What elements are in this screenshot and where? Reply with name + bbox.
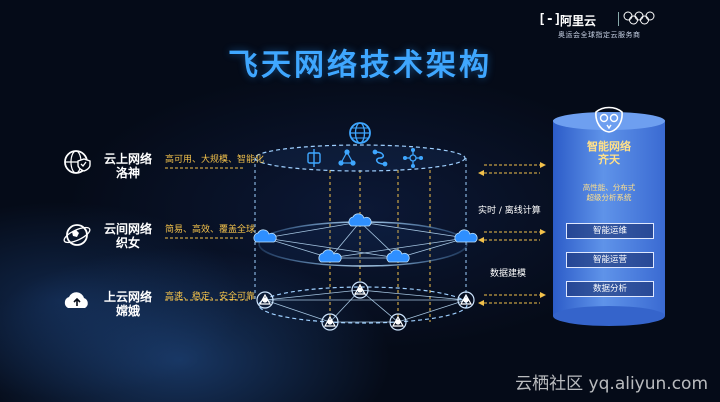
orbit-globe-icon	[63, 224, 91, 246]
logo-name: 阿里云	[560, 14, 597, 28]
cloud-node-icon	[348, 213, 372, 227]
bottom-mesh	[264, 289, 467, 323]
cloud-node-icon	[318, 249, 342, 263]
module-smart-ops: 智能运维	[566, 223, 654, 239]
globe-icon	[349, 122, 371, 144]
access-node-icon	[256, 291, 274, 309]
path-icon	[372, 149, 388, 167]
smart-network-description: 高性能、分布式 超级分析系统	[582, 183, 636, 202]
layer-name-luoshen: 云上网络 洛神	[103, 152, 152, 180]
layer-features-luoshen: 高可用、大规模、智能化	[165, 155, 265, 165]
network-nodes-icon	[338, 149, 356, 166]
middle-ring	[258, 221, 468, 267]
right-arrows	[484, 164, 540, 304]
hub-icon	[402, 147, 424, 169]
cloud-upload-icon	[64, 292, 88, 308]
watermark: 云栖社区 yq.aliyun.com	[515, 374, 708, 394]
left-leaders	[165, 167, 250, 301]
cloud-node-icon	[386, 249, 410, 263]
logo-subtitle: 奥运会全球指定云服务商	[558, 31, 641, 39]
module-data-analysis: 数据分析	[566, 281, 654, 297]
layer-features-change: 高速、稳定、安全可靠	[165, 292, 256, 302]
olympic-rings-icon	[623, 11, 655, 25]
access-node-icon	[457, 291, 475, 309]
aliyun-mark-icon: [-]	[538, 12, 562, 27]
arrow-heads	[478, 162, 546, 306]
access-node-icon	[321, 313, 339, 331]
layer-features-zhinv: 简易、高效、覆盖全球	[165, 225, 256, 235]
layer-name-zhinv: 云间网络 织女	[103, 222, 152, 250]
cylinder-bottom	[553, 306, 665, 326]
smart-network-title: 智能网络 齐天	[587, 140, 631, 166]
top-ring	[254, 144, 466, 172]
layer-name-change: 上云网络 嫦娥	[103, 290, 152, 318]
bottom-ring	[258, 286, 468, 324]
access-node-icon	[389, 313, 407, 331]
module-smart-operation: 智能运营	[566, 252, 654, 268]
access-node-icon	[351, 281, 369, 299]
chip-icon	[307, 149, 321, 167]
owl-emblem-icon	[595, 106, 623, 133]
shield-globe-icon	[64, 150, 91, 174]
aliyun-logo: [-] 阿里云 奥运会全球指定云服务商	[538, 10, 708, 44]
data-modeling-label: 数据建模	[490, 269, 527, 279]
page-title: 飞天网络技术架构	[228, 48, 492, 83]
logo-divider	[618, 12, 619, 26]
cloud-node-icon	[253, 229, 277, 243]
cloud-node-icon	[454, 229, 478, 243]
cylinder-top	[553, 112, 665, 130]
realtime-compute-label: 实时 / 离线计算	[478, 206, 541, 216]
